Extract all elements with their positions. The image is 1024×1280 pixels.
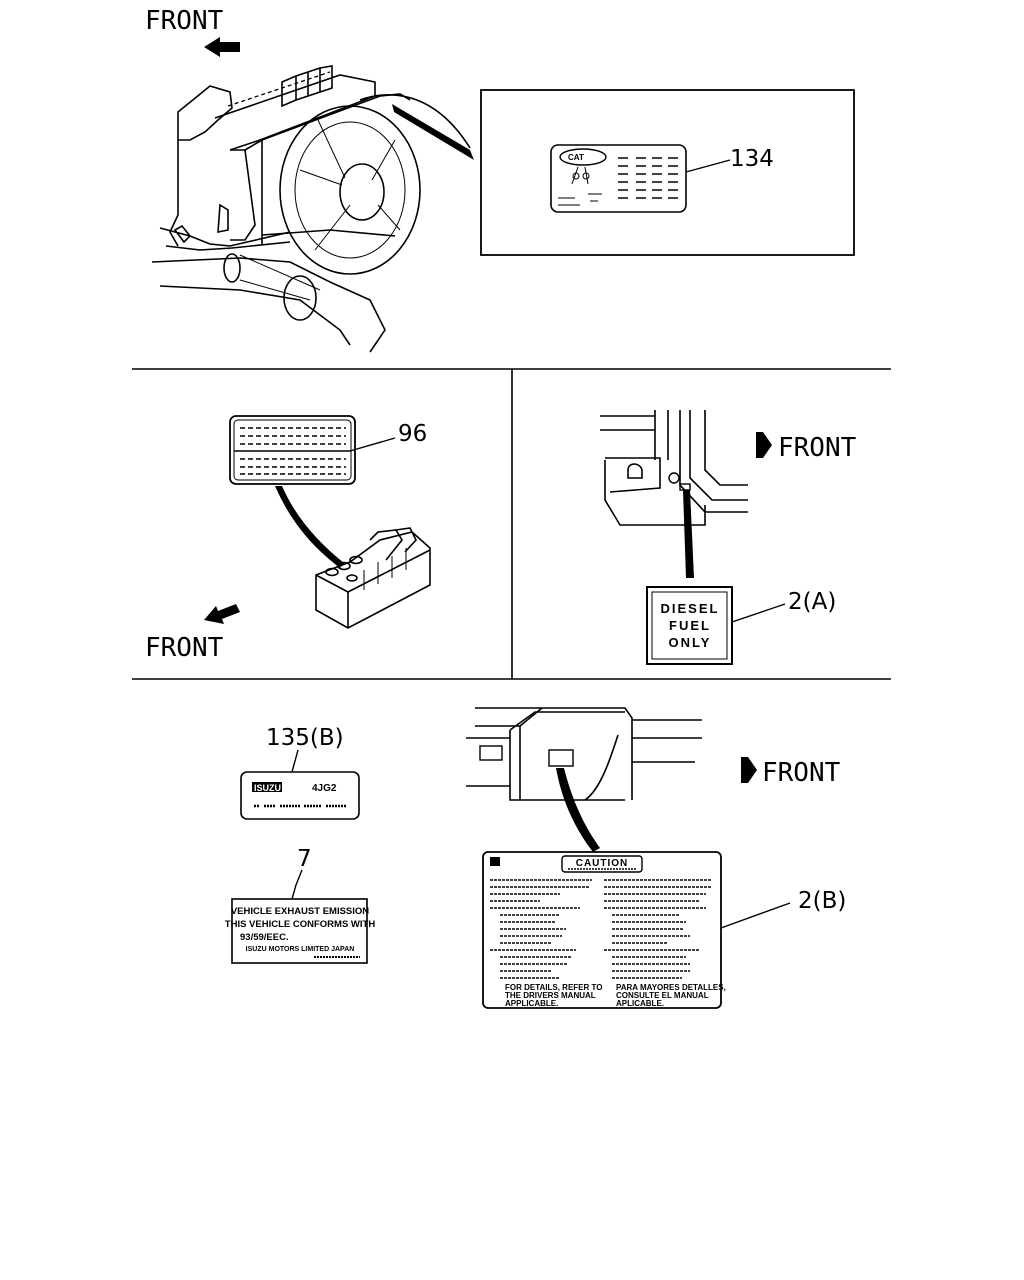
front-arrow-bottom-right <box>741 757 757 783</box>
pointer-96 <box>275 486 344 568</box>
front-label-top: FRONT <box>145 6 224 36</box>
callout-96: 96 <box>398 421 427 447</box>
engine-brand: ISUZU <box>254 783 281 793</box>
caution-footer-left-1: FOR DETAILS, REFER TO <box>505 983 602 992</box>
front-label-bottom-right: FRONT <box>762 758 841 788</box>
engine-bay-illustration <box>151 65 474 353</box>
leader-134 <box>685 159 731 173</box>
diesel-line-2: FUEL <box>669 618 711 633</box>
caution-footer-right-2: CONSULTE EL MANUAL <box>616 991 709 1000</box>
label-134-text-grid <box>618 157 678 199</box>
caution-footer-right-1: PARA MAYORES DETALLES, <box>616 983 726 992</box>
pointer-2b <box>556 768 600 852</box>
caution-footer-left-2: THE DRIVERS MANUAL <box>505 991 596 1000</box>
label-7-emission: VEHICLE EXHAUST EMISSION THIS VEHICLE CO… <box>225 898 376 964</box>
pointer-2a <box>683 490 694 578</box>
callout-135b: 135(B) <box>266 725 344 751</box>
leader-2a <box>731 603 786 623</box>
callout-2a: 2(A) <box>788 589 836 615</box>
callout-134: 134 <box>730 146 774 172</box>
label-134: CAT <box>550 144 687 213</box>
label-2b-caution: CAUTION FOR DETAILS, REFER TO THE DRIVER… <box>482 851 726 1009</box>
front-label-middle-left: FRONT <box>145 633 224 663</box>
door-jamb-illustration <box>466 707 702 801</box>
svg-text:CAT: CAT <box>568 153 584 162</box>
label-96 <box>229 415 356 485</box>
emission-line-3: 93/59/EEC. <box>240 932 289 943</box>
emission-line-2: THIS VEHICLE CONFORMS WITH <box>225 919 376 930</box>
caution-body-text <box>490 879 712 979</box>
diesel-line-3: ONLY <box>669 635 712 650</box>
emission-line-1: VEHICLE EXHAUST EMISSION <box>231 906 369 917</box>
leader-7 <box>291 869 303 900</box>
detail-inset-box <box>480 89 855 256</box>
front-arrow-top <box>204 37 240 57</box>
leader-135b <box>291 749 299 773</box>
caution-title: CAUTION <box>576 858 629 869</box>
leader-96 <box>349 437 396 452</box>
callout-2b: 2(B) <box>798 888 846 914</box>
label-135b-engine: ISUZU 4JG2 <box>240 771 360 820</box>
fuse-block-illustration <box>315 527 431 629</box>
caution-footer-right-3: APLICABLE. <box>616 999 664 1008</box>
emission-line-4: ISUZU MOTORS LIMITED JAPAN <box>246 946 355 953</box>
front-arrow-middle-right <box>756 432 772 458</box>
front-label-middle-right: FRONT <box>778 433 857 463</box>
leader-2b <box>720 902 791 929</box>
callout-7: 7 <box>297 846 312 872</box>
engine-model: 4JG2 <box>312 783 337 794</box>
fuel-filler-illustration <box>600 410 748 526</box>
caution-footer-left-3: APPLICABLE. <box>505 999 558 1008</box>
front-arrow-middle-left <box>204 604 240 624</box>
label-2a-diesel: DIESEL FUEL ONLY <box>646 586 733 665</box>
diesel-line-1: DIESEL <box>661 601 720 616</box>
